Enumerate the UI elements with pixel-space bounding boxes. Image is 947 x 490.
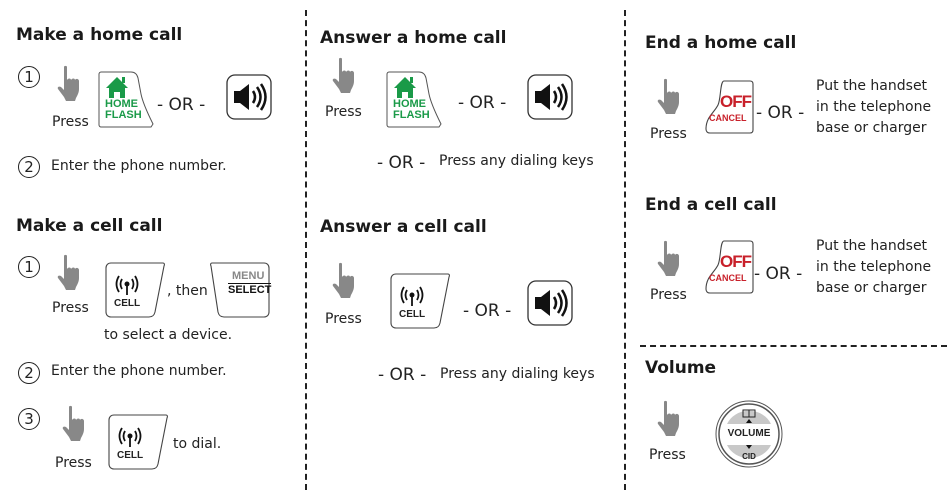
or-label: - OR - — [458, 93, 507, 113]
pointing-hand-icon — [330, 262, 360, 298]
pointing-hand-icon — [55, 254, 85, 290]
speaker-key-icon — [527, 74, 573, 120]
text-line: Put the handset — [816, 78, 928, 94]
key-label: MENU — [232, 270, 265, 282]
key-label: OFF — [720, 252, 752, 271]
text-line: base or charger — [816, 280, 927, 296]
pointing-hand-icon — [60, 405, 90, 441]
or-label: - OR - — [756, 103, 805, 123]
key-label: FLASH — [393, 109, 430, 121]
key-label: HOME — [393, 98, 426, 110]
press-label: Press — [650, 126, 687, 142]
section-title: Answer a home call — [320, 28, 507, 48]
key-label: VOLUME — [727, 428, 771, 439]
step-text: Enter the phone number. — [51, 158, 227, 174]
step-text: Press any dialing keys — [440, 366, 595, 382]
key-label: OFF — [720, 92, 752, 111]
off-cancel-key-icon: OFF CANCEL — [704, 240, 754, 294]
key-label: CANCEL — [709, 273, 747, 283]
cell-key-icon: CELL — [108, 414, 168, 470]
section-title: Answer a cell call — [320, 217, 487, 237]
step-number: 3 — [18, 408, 40, 430]
key-label: FLASH — [105, 109, 142, 121]
step-number: 2 — [18, 156, 40, 178]
key-label: CELL — [114, 298, 141, 309]
press-label: Press — [325, 311, 362, 327]
press-label: Press — [52, 114, 89, 130]
step-number: 2 — [18, 362, 40, 384]
press-label: Press — [649, 447, 686, 463]
or-label: - OR - — [377, 153, 426, 173]
key-label: SELECT — [228, 283, 272, 296]
key-label: CANCEL — [709, 113, 747, 123]
press-label: Press — [650, 287, 687, 303]
pointing-hand-icon — [330, 57, 360, 93]
alternative-text: Put the handset in the telephone base or… — [816, 76, 931, 139]
key-label: CELL — [117, 450, 144, 461]
column-divider — [305, 10, 307, 490]
speaker-key-icon — [226, 74, 272, 120]
or-label: - OR - — [463, 301, 512, 321]
speaker-key-icon — [527, 280, 573, 326]
step-number: 1 — [18, 66, 40, 88]
cell-key-icon: CELL — [390, 273, 450, 329]
pointing-hand-icon — [655, 240, 685, 276]
press-label: Press — [52, 300, 89, 316]
step-number: 1 — [18, 256, 40, 278]
press-label: Press — [55, 455, 92, 471]
section-title: End a cell call — [645, 195, 777, 215]
key-label: CID — [742, 452, 756, 461]
section-title: Volume — [645, 358, 717, 378]
step-text: to select a device. — [104, 327, 233, 343]
or-label: - OR - — [754, 264, 803, 284]
text-line: in the telephone — [816, 259, 932, 275]
text-line: base or charger — [816, 120, 927, 136]
step-text: Press any dialing keys — [439, 153, 594, 169]
volume-cid-dial-icon: VOLUME CID — [715, 400, 783, 468]
text-line: in the telephone — [816, 99, 932, 115]
alternative-text: Put the handset in the telephone base or… — [816, 236, 931, 299]
column-divider — [624, 10, 626, 490]
section-title: Make a home call — [16, 25, 183, 45]
off-cancel-key-icon: OFF CANCEL — [704, 80, 754, 134]
menu-select-key-icon: MENU SELECT — [210, 262, 272, 318]
section-title: Make a cell call — [16, 216, 163, 236]
section-divider — [640, 345, 947, 347]
key-label: CELL — [399, 309, 426, 320]
cell-key-icon: CELL — [105, 262, 165, 318]
press-label: Press — [325, 104, 362, 120]
step-text: Enter the phone number. — [51, 363, 227, 379]
step-text: to dial. — [173, 436, 222, 452]
or-label: - OR - — [157, 95, 206, 115]
pointing-hand-icon — [55, 65, 85, 101]
then-label: , then — [167, 283, 208, 299]
pointing-hand-icon — [655, 400, 685, 436]
pointing-hand-icon — [655, 78, 685, 114]
text-line: Put the handset — [816, 238, 928, 254]
or-label: - OR - — [378, 365, 427, 385]
section-title: End a home call — [645, 33, 797, 53]
key-label: HOME — [105, 98, 138, 110]
